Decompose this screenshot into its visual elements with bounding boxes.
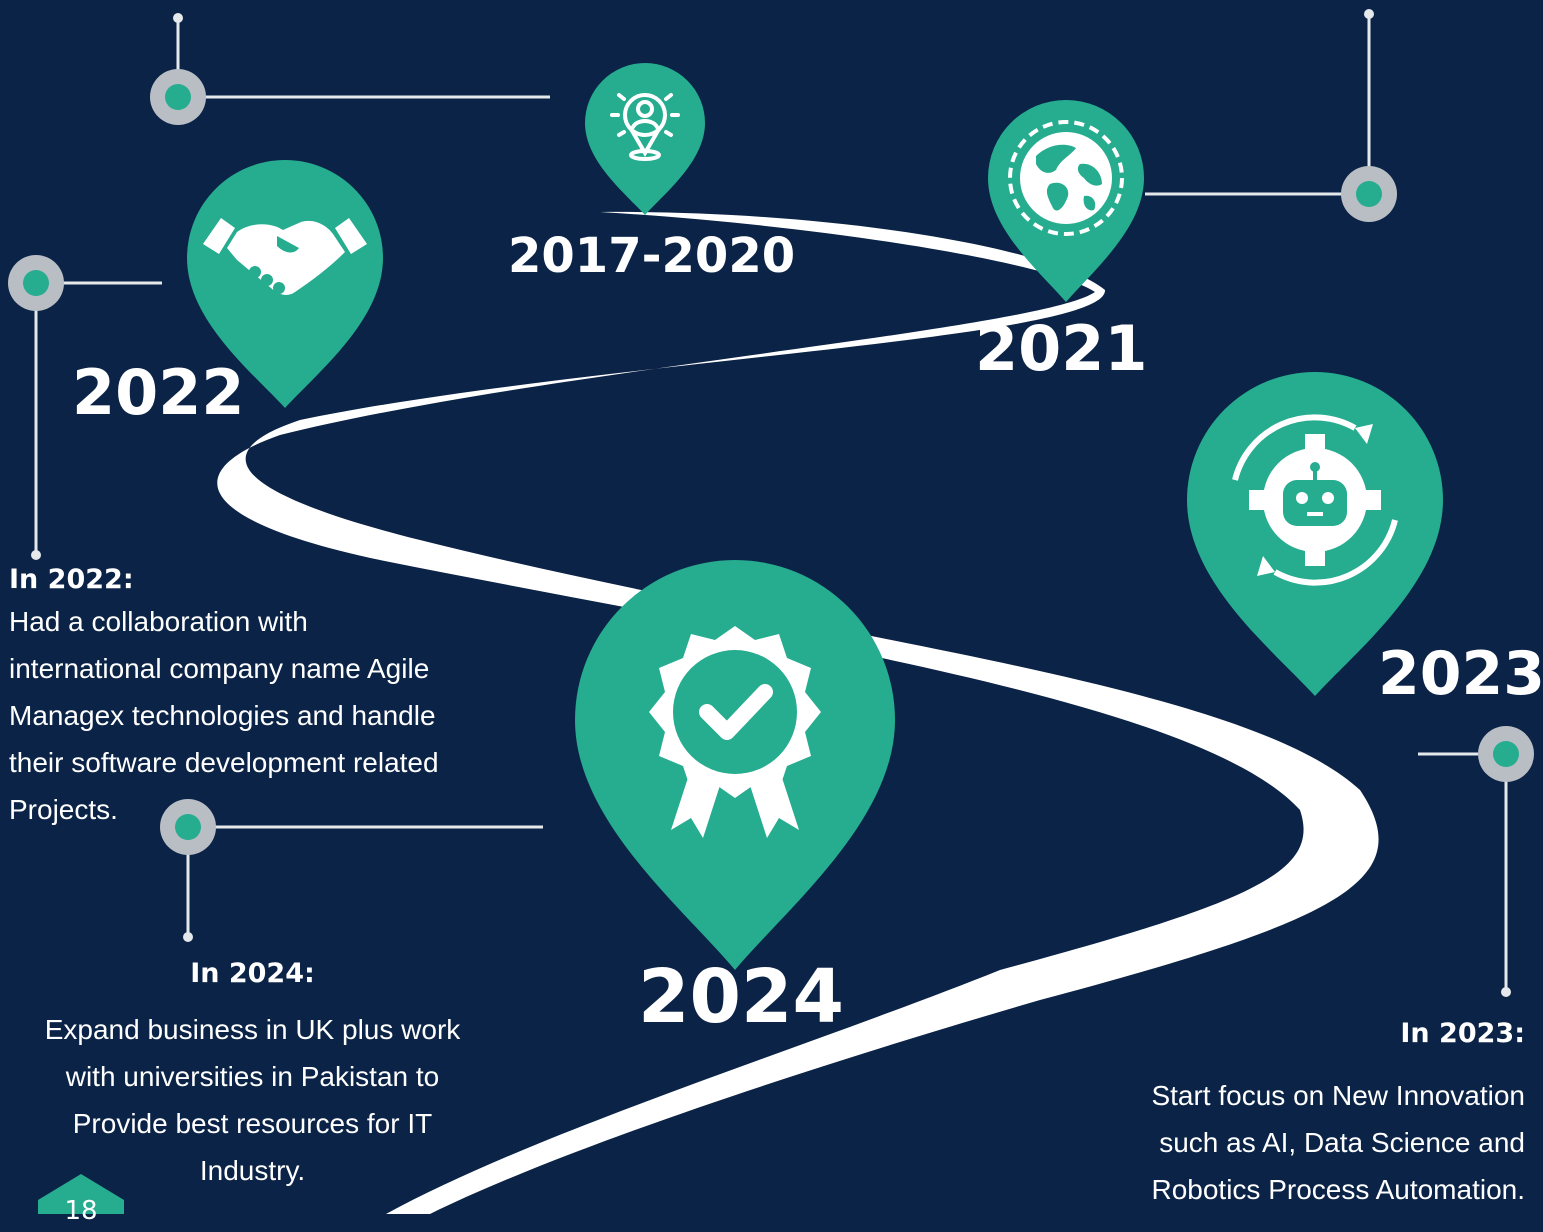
award-badge-icon (649, 626, 821, 838)
note-line: Managex technologies and handle (9, 700, 436, 731)
year-label-2017-2020: 2017-2020 (508, 228, 796, 284)
robot-gear-icon (1232, 414, 1398, 586)
note-line: their software development related (9, 747, 439, 778)
map-pin-2017-2020 (585, 63, 705, 215)
connector-endpoints (31, 9, 1511, 997)
map-pin-2023 (1187, 372, 1443, 696)
globe-icon (1008, 120, 1124, 236)
note-heading-2023: In 2023: (1400, 1018, 1525, 1049)
timeline-node (1341, 166, 1397, 222)
note-text-2022: Had a collaboration with international c… (9, 598, 439, 833)
note-line: Had a collaboration with (9, 606, 308, 637)
page-number: 18 (64, 1196, 98, 1226)
timeline-node (160, 799, 216, 855)
year-label-2023: 2023 (1378, 639, 1543, 709)
page-number-badge: 18 (36, 1172, 126, 1232)
note-heading-2022: In 2022: (9, 564, 134, 595)
note-line: Start focus on New Innovation (1151, 1080, 1525, 1111)
handshake-icon (203, 218, 367, 295)
note-line: Provide best resources for IT (72, 1108, 433, 1139)
timeline-node (150, 69, 206, 125)
connector-lines (34, 14, 1508, 990)
note-line: Robotics Process Automation. (1151, 1174, 1525, 1205)
timeline-node (8, 255, 64, 311)
note-line: Projects. (9, 794, 118, 825)
note-line: international company name Agile (9, 653, 430, 684)
note-line: with universities in Pakistan to (65, 1061, 440, 1092)
page-badge-shape (38, 1174, 124, 1214)
note-text-2023: Start focus on New Innovation such as AI… (1151, 1072, 1525, 1213)
map-pin-2022 (187, 160, 383, 408)
note-heading-2024: In 2024: (190, 958, 315, 989)
year-label-2024: 2024 (638, 954, 844, 1040)
map-pin-2024 (575, 560, 895, 970)
note-text-2024: Expand business in UK plus work with uni… (0, 1006, 505, 1194)
timeline-node (1478, 726, 1534, 782)
note-line: such as AI, Data Science and (1159, 1127, 1525, 1158)
note-line: Expand business in UK plus work (44, 1014, 461, 1045)
note-line: Industry. (199, 1155, 306, 1186)
map-pin-2021 (988, 100, 1144, 302)
location-person-icon (610, 93, 680, 161)
road (217, 211, 1379, 1214)
year-label-2021: 2021 (975, 312, 1148, 385)
year-label-2022: 2022 (72, 356, 245, 429)
